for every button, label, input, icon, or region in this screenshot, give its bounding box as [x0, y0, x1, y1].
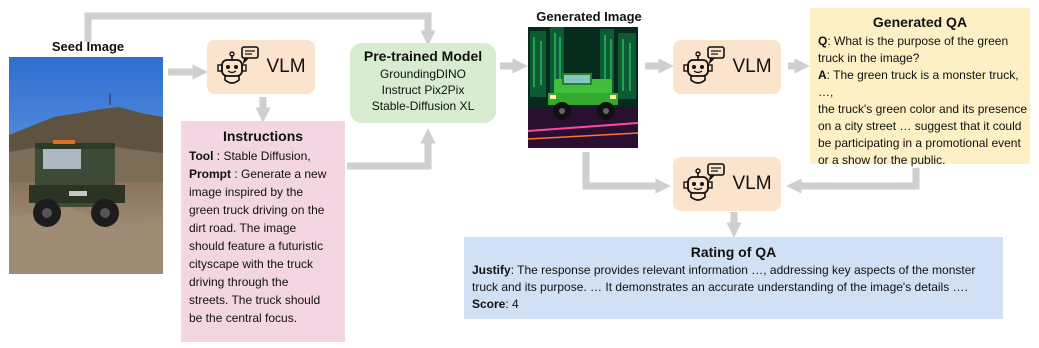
prompt-line: streets. The truck should — [189, 293, 321, 307]
generated-truck-image — [528, 27, 638, 148]
robot-chat-icon — [217, 46, 260, 84]
vlm-label: VLM — [732, 173, 772, 194]
model-grounding-dino: GroundingDINO — [379, 67, 467, 81]
rating-title: Rating of QA — [690, 244, 777, 260]
prompt-key: Prompt — [189, 167, 231, 181]
prompt-line: : Generate a new — [231, 167, 327, 181]
tool-value: : Stable Diffusion, — [213, 149, 311, 163]
vlm-label: VLM — [266, 56, 306, 77]
prompt-line: cityscape with the truck — [189, 257, 314, 271]
a-line: be participating in a promotional event — [818, 136, 1021, 150]
q-line: truck in the image? — [818, 51, 920, 65]
a-line: or a show for the public. — [818, 153, 946, 167]
generated-qa-title: Generated QA — [872, 14, 968, 30]
prompt-line: green truck driving on the — [189, 203, 325, 217]
arrow-generated-to-vlm3 — [582, 152, 671, 194]
a-key: A — [818, 68, 827, 82]
a-line: the truck's green color and its presence — [818, 102, 1028, 116]
vlm-box-1: VLM — [207, 40, 315, 94]
a-line: : The green truck is a monster truck, …, — [818, 68, 1019, 99]
rating-body: Justify: The response provides relevant … — [464, 260, 1003, 313]
model-instruct-pix2pix: Instruct Pix2Pix — [381, 83, 465, 97]
justify-line: : The response provides relevant informa… — [510, 263, 976, 277]
score-key: Score — [472, 297, 506, 311]
pretrained-model-box: Pre-trained Model GroundingDINO Instruct… — [350, 43, 496, 123]
instructions-body: Tool : Stable Diffusion, Prompt : Genera… — [181, 144, 345, 327]
a-line: on a city street … suggest that it could — [818, 119, 1022, 133]
generated-qa-box: Generated QA Q: What is the purpose of t… — [810, 8, 1030, 167]
model-sdxl: Stable-Diffusion XL — [371, 99, 475, 113]
rating-box: Rating of QA Justify: The response provi… — [464, 237, 1003, 319]
arrow-qa-to-vlm3 — [786, 168, 920, 194]
robot-chat-icon — [683, 163, 726, 201]
tool-key: Tool — [189, 149, 214, 163]
instructions-title: Instructions — [222, 128, 304, 144]
prompt-line: image inspired by the — [189, 185, 304, 199]
seed-image-title: Seed Image — [51, 39, 125, 54]
q-key: Q — [818, 34, 828, 48]
robot-chat-icon — [683, 46, 726, 84]
arrow-seed-to-pretrained — [84, 12, 436, 46]
justify-line: truck and its purpose. … It demonstrates… — [472, 280, 968, 294]
generated-image — [528, 27, 638, 148]
prompt-line: driving through the — [189, 275, 289, 289]
arrow-instructions-to-pretrained — [347, 128, 436, 170]
justify-key: Justify — [472, 263, 511, 277]
vlm-box-2: VLM — [673, 40, 781, 94]
q-line: : What is the purpose of the green — [827, 34, 1009, 48]
pretrained-title: Pre-trained Model — [363, 48, 483, 64]
score-value: : 4 — [505, 297, 519, 311]
seed-truck-photo — [9, 57, 163, 274]
seed-image — [9, 57, 163, 274]
prompt-line: be the central focus. — [189, 311, 298, 325]
generated-qa-body: Q: What is the purpose of the green truc… — [810, 30, 1030, 169]
vlm-label: VLM — [732, 56, 772, 77]
vlm-box-3: VLM — [673, 157, 781, 211]
prompt-line: should feature a futuristic — [189, 239, 324, 253]
prompt-line: dirt road. The image — [189, 221, 297, 235]
generated-image-title: Generated Image — [536, 9, 642, 24]
instructions-box: Instructions Tool : Stable Diffusion, Pr… — [181, 121, 345, 342]
